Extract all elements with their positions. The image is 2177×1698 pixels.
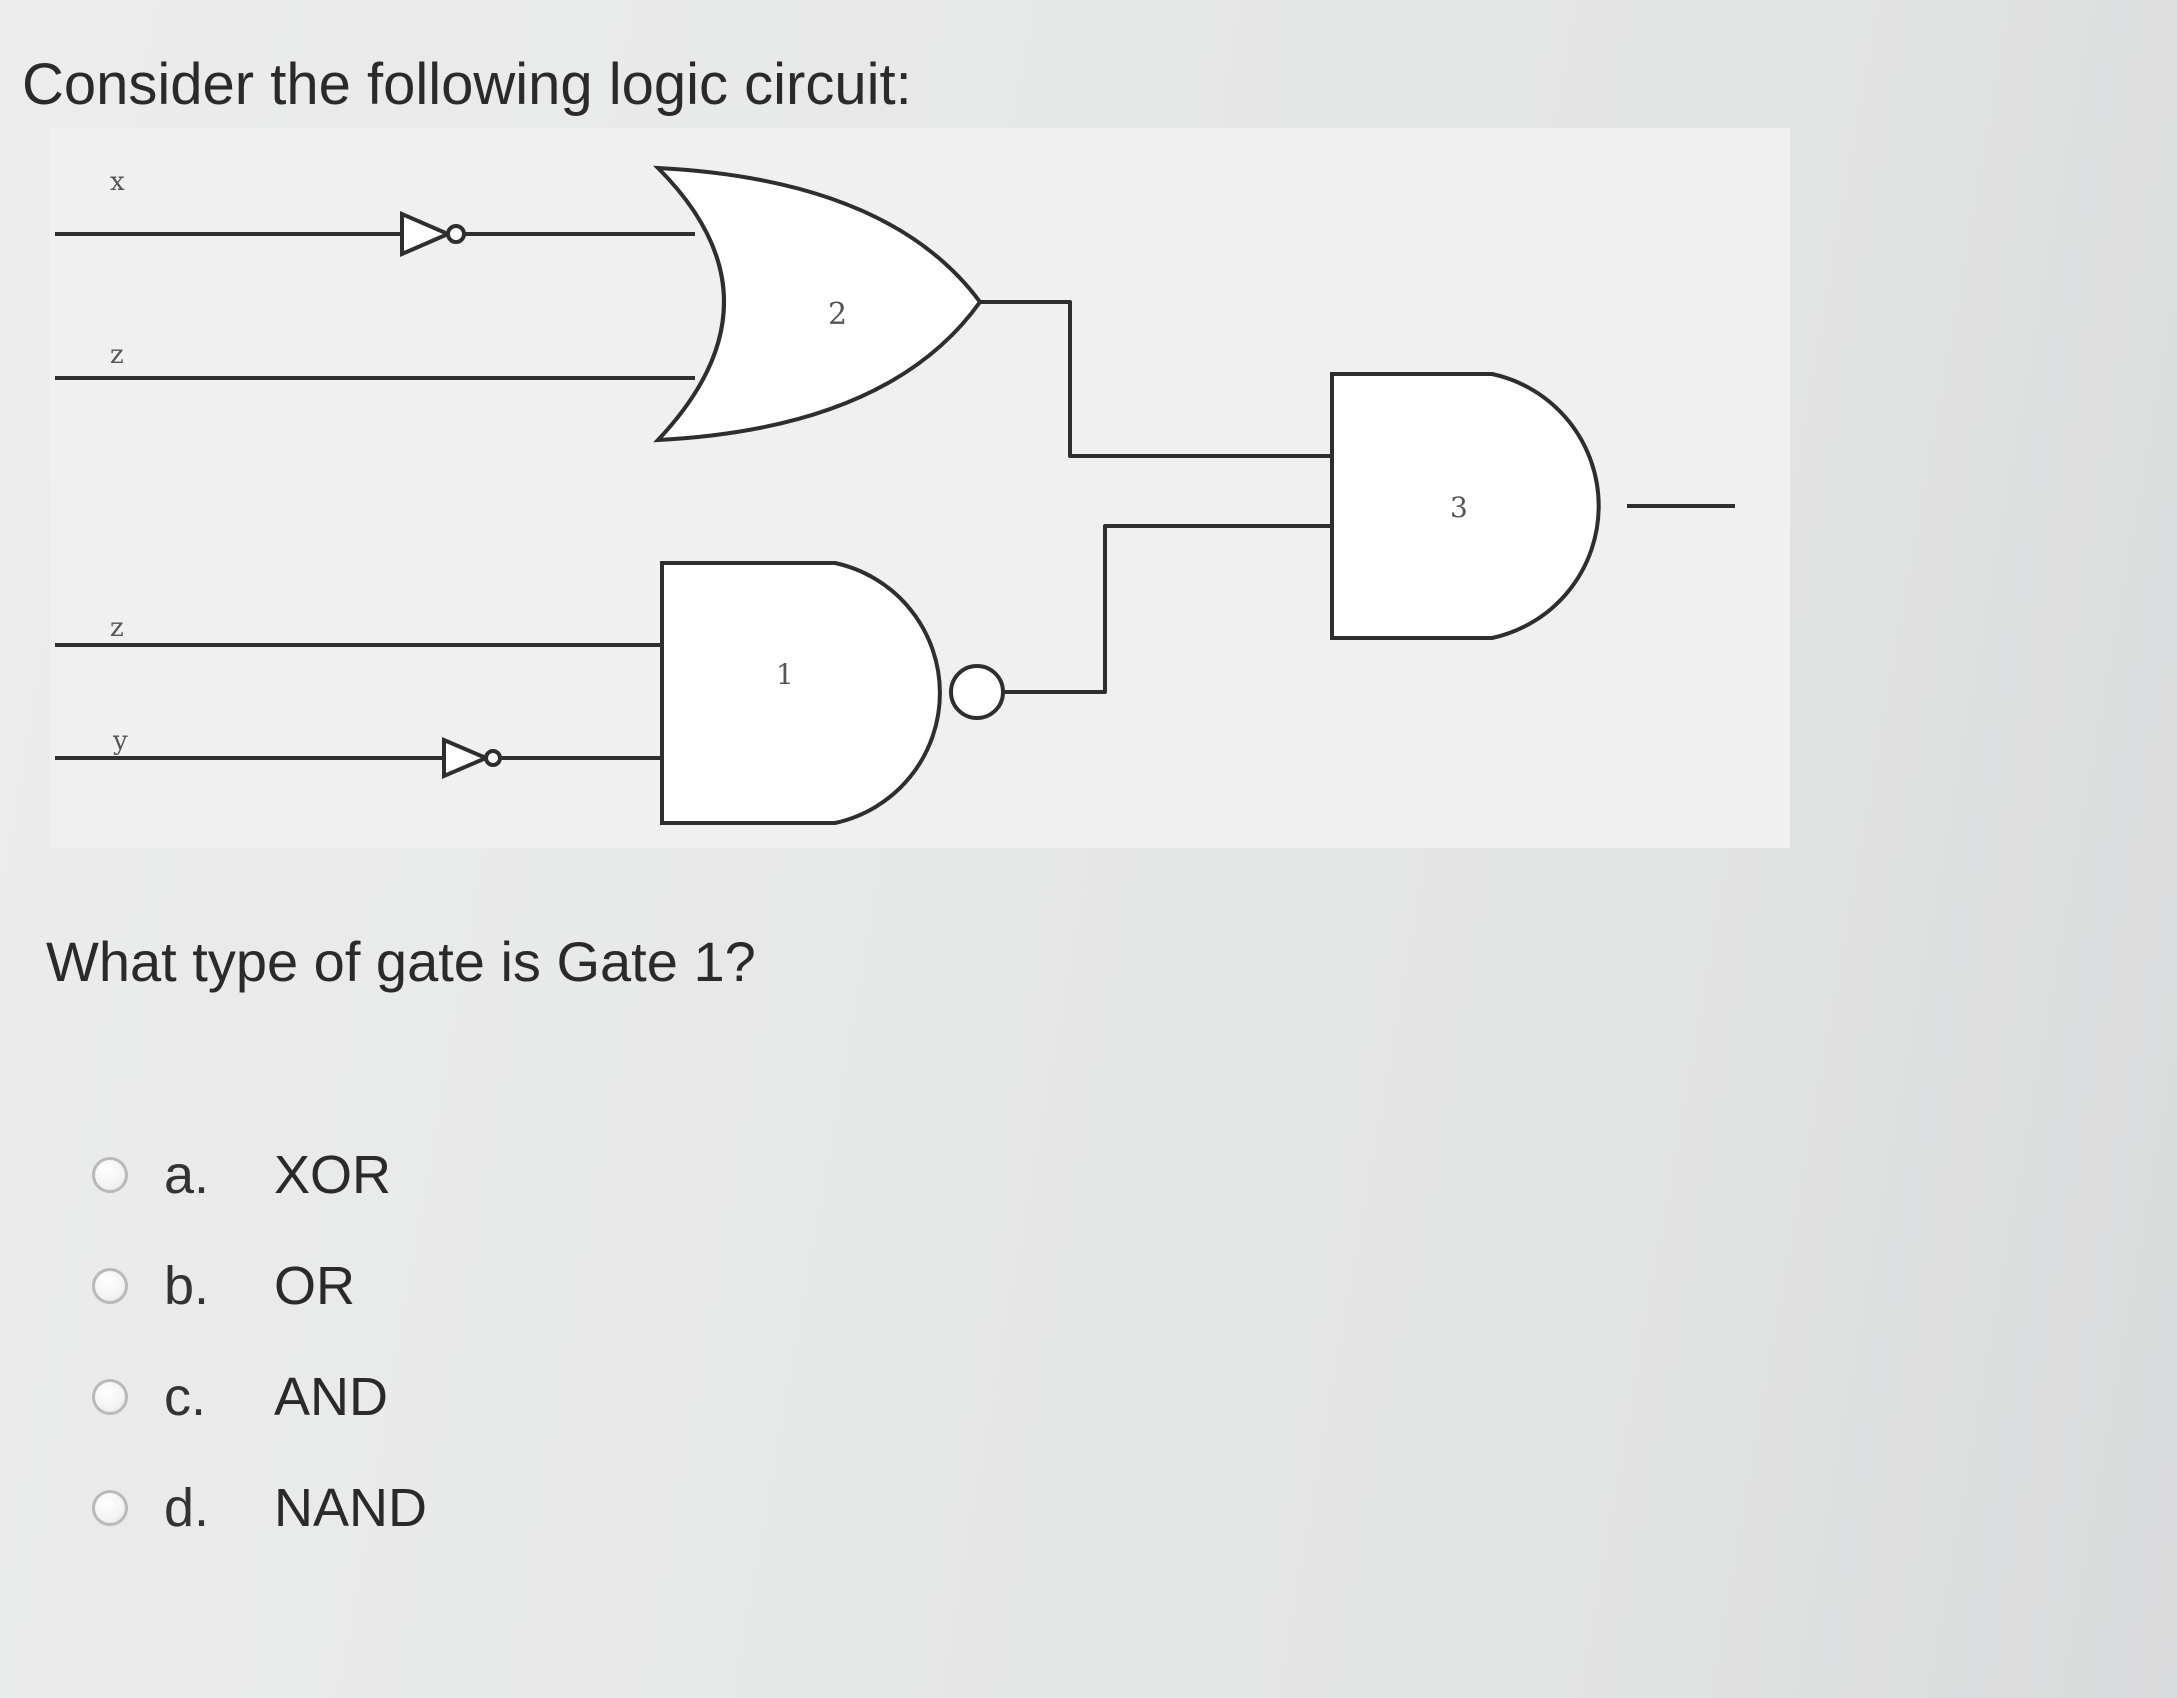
not-bubble-y	[484, 749, 502, 767]
option-b[interactable]: b. OR	[92, 1247, 427, 1325]
option-b-text: OR	[274, 1256, 355, 1316]
gate-2-label: 2	[828, 297, 847, 332]
radio-button-d[interactable]	[92, 1490, 128, 1526]
option-d-text: NAND	[274, 1478, 428, 1538]
gate-1-bubble	[949, 664, 1005, 720]
question-heading: Consider the following logic circuit:	[22, 52, 912, 117]
option-a-letter: a.	[164, 1145, 210, 1205]
input-label-z-bottom: z	[110, 613, 124, 643]
answer-options: a. XOR b. OR c. AND d. NAND	[92, 1136, 427, 1580]
radio-button-c[interactable]	[92, 1379, 128, 1415]
wire-gate2-to-gate3	[980, 300, 1332, 458]
gate-1-nand	[660, 561, 942, 825]
radio-button-b[interactable]	[92, 1268, 128, 1304]
circuit-svg: x z z y 2 1 3	[55, 165, 1735, 825]
wire-gate1-to-gate3	[1003, 524, 1332, 694]
question-text: What type of gate is Gate 1?	[46, 930, 756, 993]
logic-circuit-diagram: x z z y 2 1 3	[50, 128, 1790, 848]
not-bubble-x	[446, 224, 466, 244]
option-a[interactable]: a. XOR	[92, 1136, 427, 1214]
gate-3-and	[1330, 372, 1601, 640]
gate-3-label: 3	[1450, 491, 1468, 524]
radio-button-a[interactable]	[92, 1157, 128, 1193]
option-c-text: AND	[274, 1367, 389, 1427]
option-c[interactable]: c. AND	[92, 1358, 427, 1436]
input-label-x: x	[110, 167, 125, 197]
input-label-z-top: z	[110, 340, 124, 370]
option-c-letter: c.	[164, 1367, 207, 1427]
option-a-text: XOR	[274, 1145, 392, 1205]
option-d[interactable]: d. NAND	[92, 1469, 427, 1547]
not-gate-y	[442, 736, 492, 780]
option-d-letter: d.	[164, 1478, 210, 1538]
gate-2-or	[652, 165, 983, 443]
gate-1-label: 1	[776, 658, 794, 691]
input-label-y: y	[112, 726, 128, 756]
not-gate-x	[400, 210, 454, 258]
option-b-letter: b.	[164, 1256, 210, 1316]
